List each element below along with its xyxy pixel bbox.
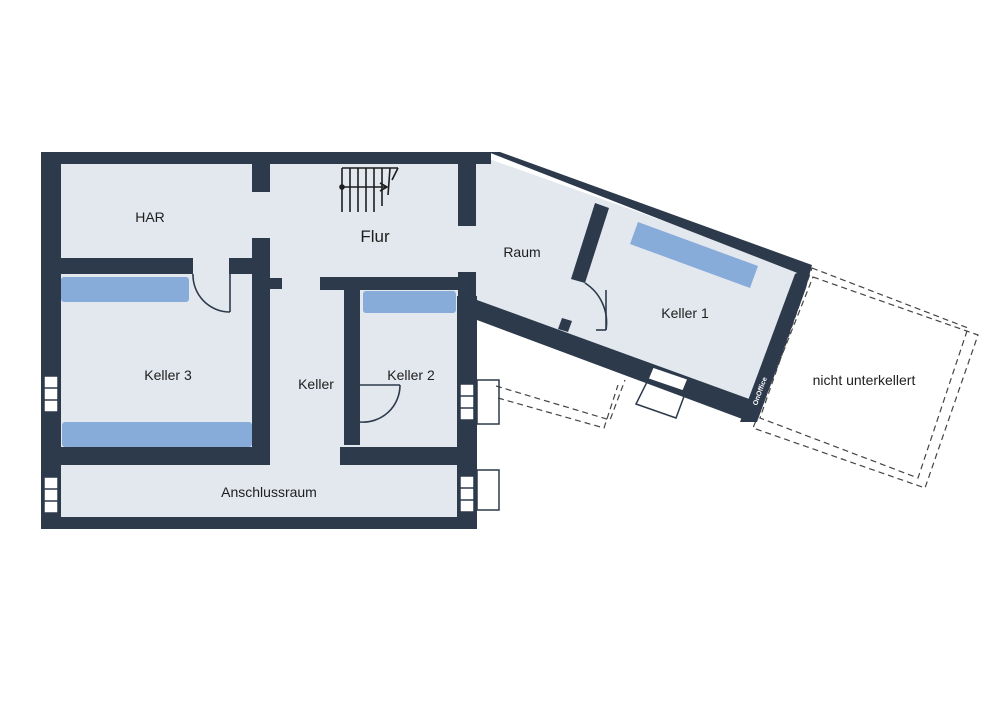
shelf-keller1 bbox=[630, 222, 758, 288]
shelf-keller3-bottom bbox=[62, 422, 252, 447]
windows bbox=[43, 366, 689, 514]
shelves bbox=[61, 222, 758, 447]
room-label-raum: Raum bbox=[503, 244, 540, 260]
window-anschlussraum-left bbox=[43, 476, 59, 514]
doors bbox=[192, 273, 608, 423]
shelf-keller3-top bbox=[61, 277, 189, 302]
room-label-flur: Flur bbox=[360, 227, 390, 246]
window-keller2 bbox=[459, 383, 475, 421]
room-label-keller1: Keller 1 bbox=[661, 305, 709, 321]
room-labels: HAR Flur Raum Keller 1 Keller 2 Keller 3… bbox=[135, 209, 915, 500]
room-label-keller: Keller bbox=[298, 376, 334, 392]
room-label-anschlussraum: Anschlussraum bbox=[221, 484, 317, 500]
window-anschlussraum-right bbox=[459, 475, 475, 513]
room-label-har: HAR bbox=[135, 209, 165, 225]
room-label-keller2: Keller 2 bbox=[387, 367, 435, 383]
room-label-nicht-unterkellert: nicht unterkellert bbox=[813, 372, 916, 388]
staircase bbox=[339, 167, 399, 212]
shelf-keller2 bbox=[363, 291, 456, 313]
light-wells bbox=[476, 379, 687, 511]
room-label-keller3: Keller 3 bbox=[144, 367, 192, 383]
window-keller1 bbox=[647, 366, 689, 392]
window-keller3 bbox=[43, 375, 59, 413]
